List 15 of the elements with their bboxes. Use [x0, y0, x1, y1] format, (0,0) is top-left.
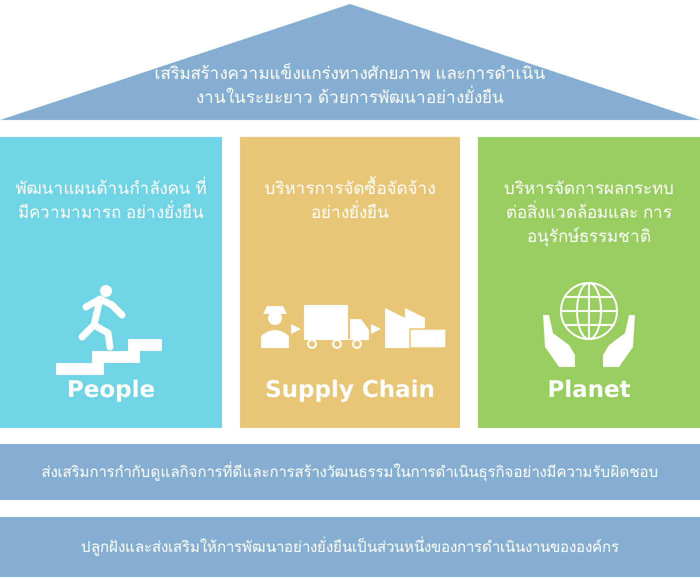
pillar-label: People [66, 377, 156, 403]
heading-text: เสริมสร้างความแข็งแกร่งทางศักยภาพ และการดำเนินงานในระยะยาว ด้วยการพัฒนาอย่างยั่งยืน [153, 62, 547, 110]
pillar-panel [240, 137, 460, 428]
pillar-panel [0, 137, 222, 428]
pillar-heading: บริหารการจัดซื้อจัดจ้าง อย่างยั่งยืน [254, 177, 446, 225]
pillar-label: Planet [546, 377, 632, 403]
pillar-heading: บริหารจัดการผลกระทบ ต่อสิ่งแวดล้อมและ การอนุรักษ์ธรรมชาติ [503, 178, 675, 249]
foundation-band [0, 444, 700, 500]
pillar-panel [478, 137, 700, 428]
foundation-band [0, 517, 700, 577]
pillar-label: Supply Chain [264, 377, 436, 403]
pillar-heading: พัฒนาแผนด้านกำลังคน ที่มีความามารถ อย่างยั่งยืน [14, 177, 208, 225]
roof-banner [0, 4, 700, 122]
band-text: ปลูกฝังและส่งเสริมให้การพัฒนาอย่างยั่งยืนเป็นส่วนหนึ่งของการดำเนินงานขององค์กร [80, 536, 620, 558]
band-text: ส่งเสริมการกำกับดูแลกิจการที่ดีและการสร้างวัฒนธรรมในการดำเนินธุรกิจอย่างมีความรับผิดชอบ [40, 460, 660, 484]
